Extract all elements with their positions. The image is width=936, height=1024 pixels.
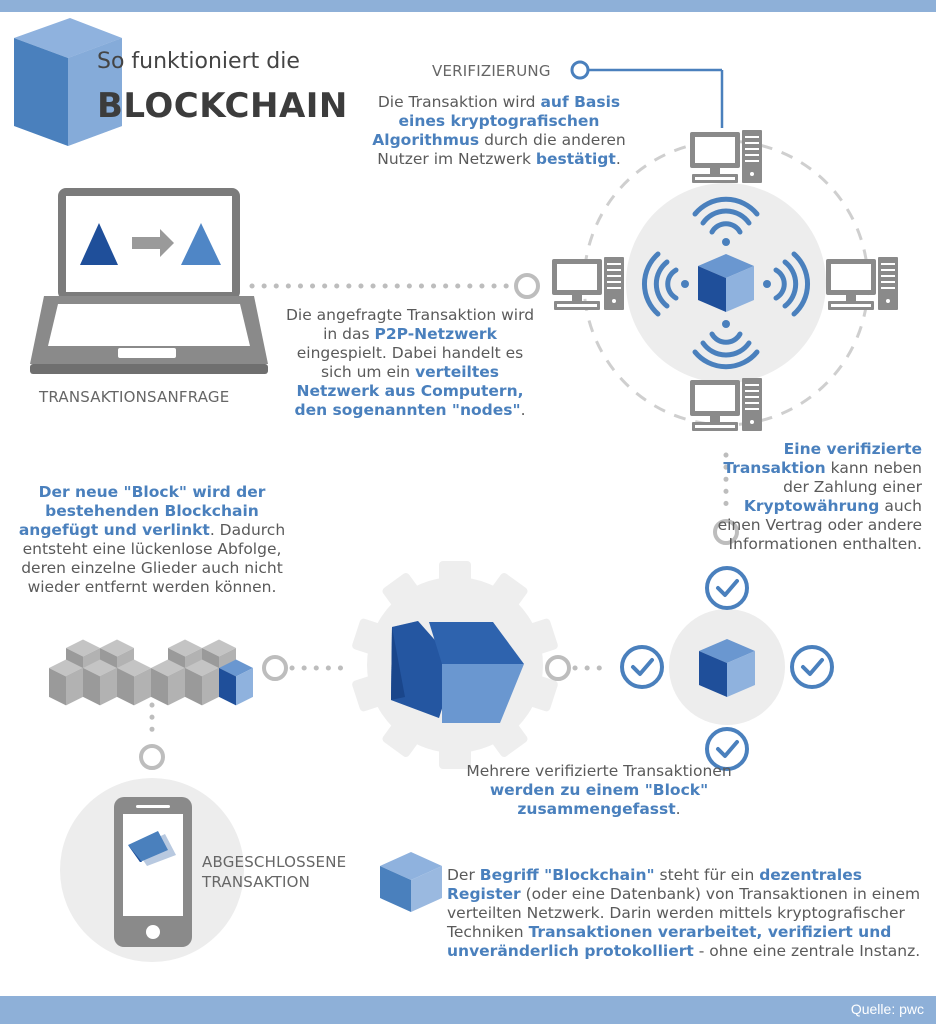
block-formed-text: Mehrere verifizierte Transaktionen werde… (466, 762, 732, 818)
verification-heading: VERIFIZIERUNG (432, 62, 551, 80)
title-line-1: So funktioniert die (97, 49, 300, 74)
verification-text: Die Transaktion wird auf Basis eines kry… (372, 93, 626, 168)
new-block-text: Der neue "Block" wird der bestehenden Bl… (18, 483, 286, 596)
request-caption: TRANSAKTIONSANFRAGE (39, 388, 230, 406)
top-frame-bar (0, 0, 936, 12)
triangle-dark-icon (80, 223, 118, 265)
smartphone-icon (114, 797, 192, 947)
definition-text: Der Begriff "Blockchain" steht für ein d… (447, 866, 921, 960)
check-icon (705, 566, 749, 610)
laptop-icon (30, 188, 268, 374)
computer-icon (826, 257, 898, 310)
chevron-block-icon (391, 621, 524, 723)
blockchain-cubes-icon (49, 639, 253, 706)
source-label: Quelle: pwc (850, 1001, 924, 1017)
check-icon (790, 645, 834, 689)
title-line-2: BLOCKCHAIN (97, 86, 348, 126)
verified-text: Eine verifizierte Transaktion kann neben… (717, 440, 922, 553)
title-cube-icon (14, 18, 122, 146)
block-cube-icon (699, 639, 755, 697)
connector-node-icon (514, 273, 540, 299)
wifi-icon (642, 196, 810, 370)
computer-icon (552, 257, 624, 310)
check-icon (705, 727, 749, 771)
computer-icon (690, 378, 762, 431)
triangle-light-icon (181, 223, 221, 265)
arrow-right-icon (132, 229, 174, 257)
network-text: Die angefragte Transaktion wird in das P… (285, 306, 535, 419)
network-cube-icon (698, 254, 754, 312)
bottom-frame-bar (0, 996, 936, 1024)
definition-cube-icon (380, 852, 442, 912)
computer-icon (690, 130, 762, 183)
check-icon (620, 645, 664, 689)
